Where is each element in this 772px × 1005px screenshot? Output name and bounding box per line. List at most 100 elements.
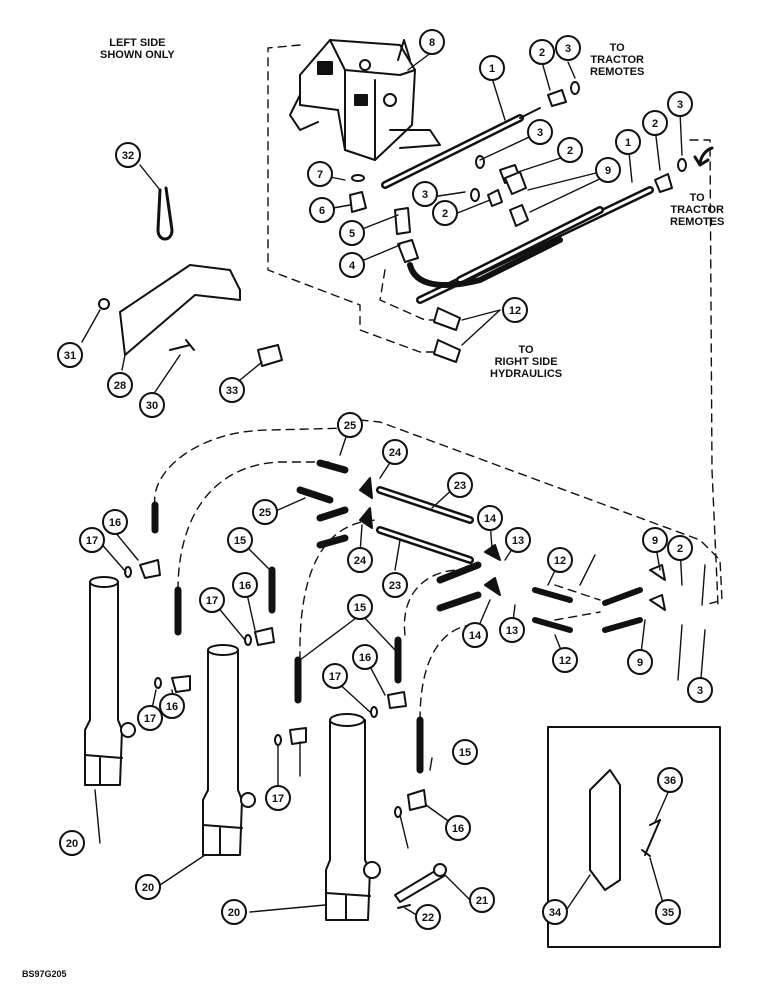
callout-3: 3 — [527, 119, 553, 145]
callout-circle — [412, 181, 438, 207]
callout-5: 5 — [339, 220, 365, 246]
callout-17: 17 — [322, 663, 348, 689]
callout-number: 8 — [429, 37, 435, 49]
callout-number: 17 — [272, 793, 284, 805]
callout-number: 25 — [259, 507, 271, 519]
callout-circle — [352, 644, 378, 670]
callout-2: 2 — [432, 200, 458, 226]
callout-circle — [419, 29, 445, 55]
callout-number: 32 — [122, 150, 134, 162]
callout-9: 9 — [627, 649, 653, 675]
callout-circle — [347, 594, 373, 620]
nut-31 — [98, 298, 110, 310]
callout-13: 13 — [505, 527, 531, 553]
callout-1: 1 — [615, 129, 641, 155]
callout-circle — [232, 572, 258, 598]
callout-number: 22 — [422, 912, 434, 924]
callout-23: 23 — [447, 472, 473, 498]
callout-number: 17 — [206, 595, 218, 607]
callout-number: 17 — [329, 671, 341, 683]
callout-number: 2 — [442, 208, 448, 220]
callout-15: 15 — [452, 739, 478, 765]
callout-1: 1 — [479, 55, 505, 81]
callout-32: 32 — [115, 142, 141, 168]
callout-3: 3 — [687, 677, 713, 703]
callout-3: 3 — [667, 91, 693, 117]
callout-circle — [307, 161, 333, 187]
callout-number: 7 — [317, 169, 323, 181]
callout-number: 4 — [349, 260, 356, 272]
callout-circle — [642, 527, 668, 553]
callout-number: 36 — [664, 775, 676, 787]
callout-circle — [382, 572, 408, 598]
callout-circle — [462, 622, 488, 648]
callout-number: 16 — [359, 652, 371, 664]
callout-number: 13 — [506, 625, 518, 637]
callout-circle — [252, 499, 278, 525]
callout-circle — [557, 137, 583, 163]
callout-number: 2 — [567, 145, 573, 157]
callout-17: 17 — [79, 527, 105, 553]
callout-number: 12 — [559, 655, 571, 667]
callout-number: 24 — [389, 447, 402, 459]
middle-hose-network — [296, 459, 666, 633]
inset-box — [547, 726, 721, 948]
callout-number: 6 — [319, 205, 325, 217]
inset-bracket-34 — [589, 769, 621, 891]
drawing-code: BS97G205 — [22, 969, 67, 979]
upper-hoses — [381, 107, 654, 304]
callout-number: 3 — [537, 127, 543, 139]
callout-circle — [199, 587, 225, 613]
callout-number: 9 — [652, 535, 658, 547]
clamp-33 — [257, 344, 283, 367]
callout-35: 35 — [655, 899, 681, 925]
callout-circle — [655, 899, 681, 925]
callout-20: 20 — [59, 830, 85, 856]
callout-circle — [505, 527, 531, 553]
callout-circle — [542, 899, 568, 925]
callout-17: 17 — [137, 705, 163, 731]
callout-3: 3 — [412, 181, 438, 207]
callout-circle — [137, 705, 163, 731]
callout-number: 2 — [652, 118, 658, 130]
callout-3: 3 — [555, 35, 581, 61]
callout-15: 15 — [347, 594, 373, 620]
callout-14: 14 — [477, 505, 503, 531]
cylinder-right — [325, 713, 381, 921]
callout-2: 2 — [529, 39, 555, 65]
callout-number: 12 — [509, 305, 521, 317]
callout-circle — [555, 35, 581, 61]
callout-number: 15 — [234, 535, 246, 547]
callout-circle — [79, 527, 105, 553]
callout-9: 9 — [595, 157, 621, 183]
callout-circle — [552, 647, 578, 673]
callout-number: 2 — [539, 47, 545, 59]
callout-number: 3 — [677, 99, 683, 111]
callout-circle — [382, 439, 408, 465]
callout-group: 1122222333334567899912121213131414151515… — [57, 29, 713, 930]
callout-number: 5 — [349, 228, 355, 240]
callout-circle — [139, 392, 165, 418]
cotter-22 — [397, 904, 411, 909]
callout-number: 17 — [144, 713, 156, 725]
callout-number: 25 — [344, 420, 356, 432]
tractor-remotes-arrow — [693, 146, 714, 167]
callout-24: 24 — [382, 439, 408, 465]
callout-circle — [339, 252, 365, 278]
callout-number: 30 — [146, 400, 158, 412]
callout-number: 16 — [452, 823, 464, 835]
callout-24: 24 — [347, 547, 373, 573]
callout-7: 7 — [307, 161, 333, 187]
callout-25: 25 — [252, 499, 278, 525]
callout-number: 9 — [637, 657, 643, 669]
callout-2: 2 — [667, 535, 693, 561]
callout-number: 34 — [549, 907, 562, 919]
callout-number: 15 — [459, 747, 471, 759]
callout-number: 16 — [109, 517, 121, 529]
callout-number: 14 — [484, 513, 497, 525]
callout-12: 12 — [547, 547, 573, 573]
callout-circle — [469, 887, 495, 913]
